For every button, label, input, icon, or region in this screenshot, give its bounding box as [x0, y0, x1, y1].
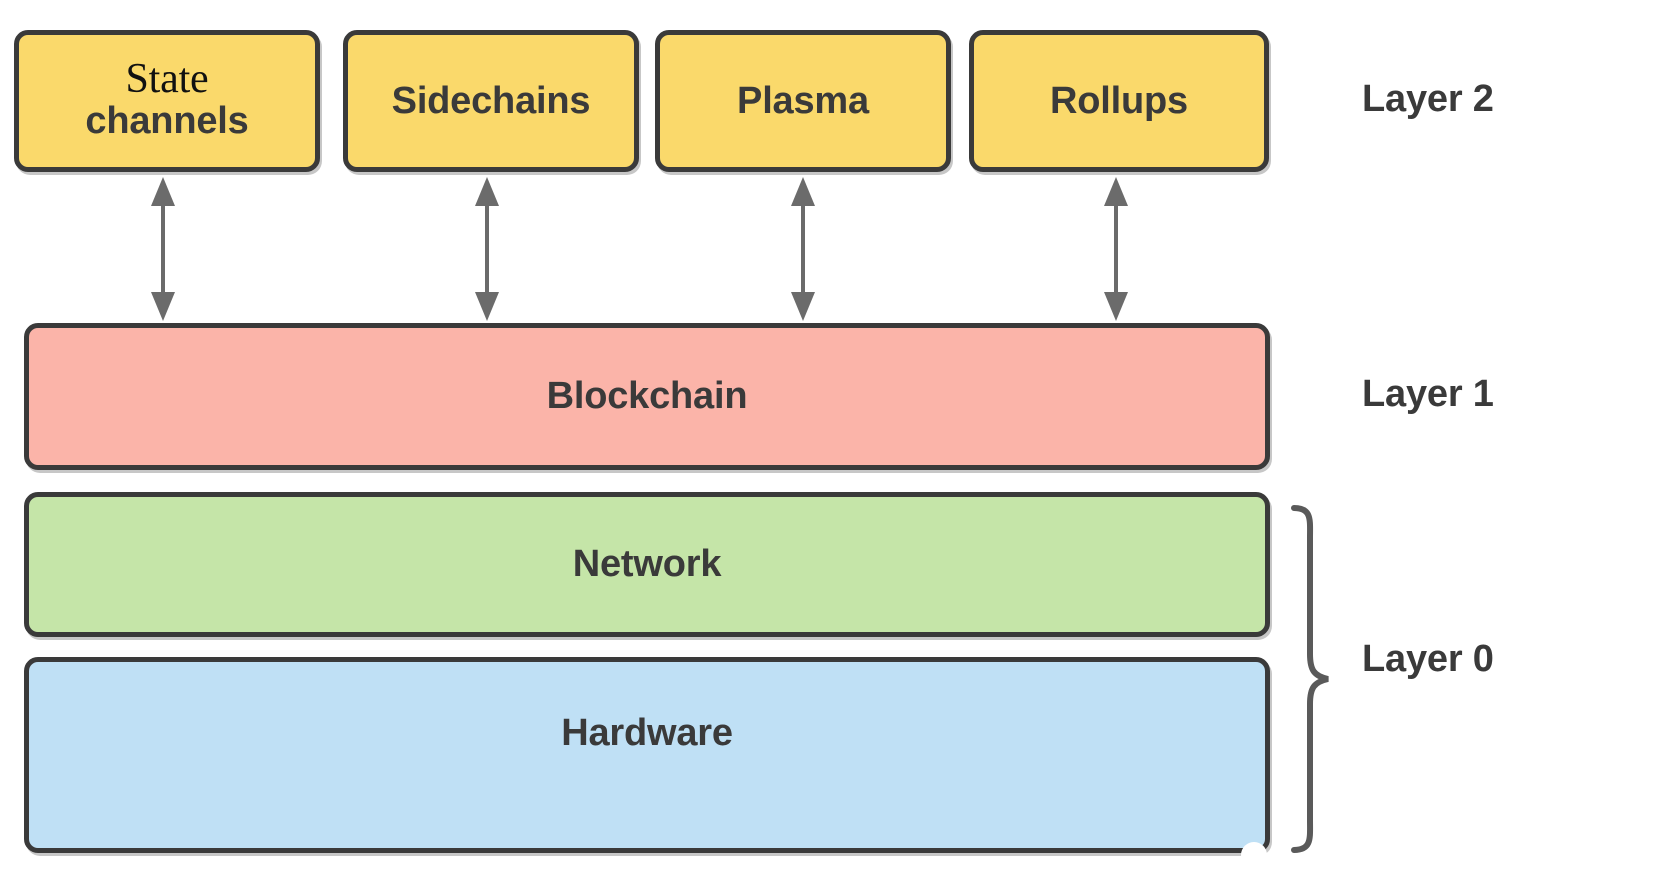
arrow-plasma-to-blockchain	[786, 176, 820, 322]
l0-bar-hardware-label: Hardware	[561, 711, 733, 754]
l2-box-state-channels[interactable]: State channels	[14, 30, 320, 172]
l2-box-plasma[interactable]: Plasma	[655, 30, 951, 172]
layer-caption-layer0: Layer 0	[1362, 638, 1494, 680]
l1-bar-blockchain-label: Blockchain	[546, 375, 748, 417]
arrow-rollups-to-blockchain	[1099, 176, 1133, 322]
l2-box-rollups-label: Rollups	[1050, 79, 1188, 122]
l2-box-state-channels-label: State channels	[85, 58, 248, 144]
l0-bar-network[interactable]: Network	[24, 492, 1270, 637]
l1-bar-blockchain[interactable]: Blockchain	[24, 323, 1270, 470]
layer-caption-layer1: Layer 1	[1362, 373, 1494, 415]
layer0-brace	[1286, 504, 1338, 854]
l0-bar-network-label: Network	[572, 543, 722, 585]
arrow-sidechains-to-blockchain	[470, 176, 504, 322]
render-artifact-dot	[1241, 842, 1267, 868]
arrow-state-channels-to-blockchain	[146, 176, 180, 322]
layer-caption-layer2: Layer 2	[1362, 78, 1494, 120]
l2-box-state-channels-label-line2: channels	[85, 100, 249, 143]
l2-box-sidechains-label: Sidechains	[391, 79, 591, 122]
l0-bar-hardware[interactable]: Hardware	[24, 657, 1270, 853]
l2-box-rollups[interactable]: Rollups	[969, 30, 1269, 172]
l2-box-plasma-label: Plasma	[737, 79, 869, 122]
l2-box-sidechains[interactable]: Sidechains	[343, 30, 639, 172]
l2-box-state-channels-label-line1: State	[125, 56, 209, 103]
